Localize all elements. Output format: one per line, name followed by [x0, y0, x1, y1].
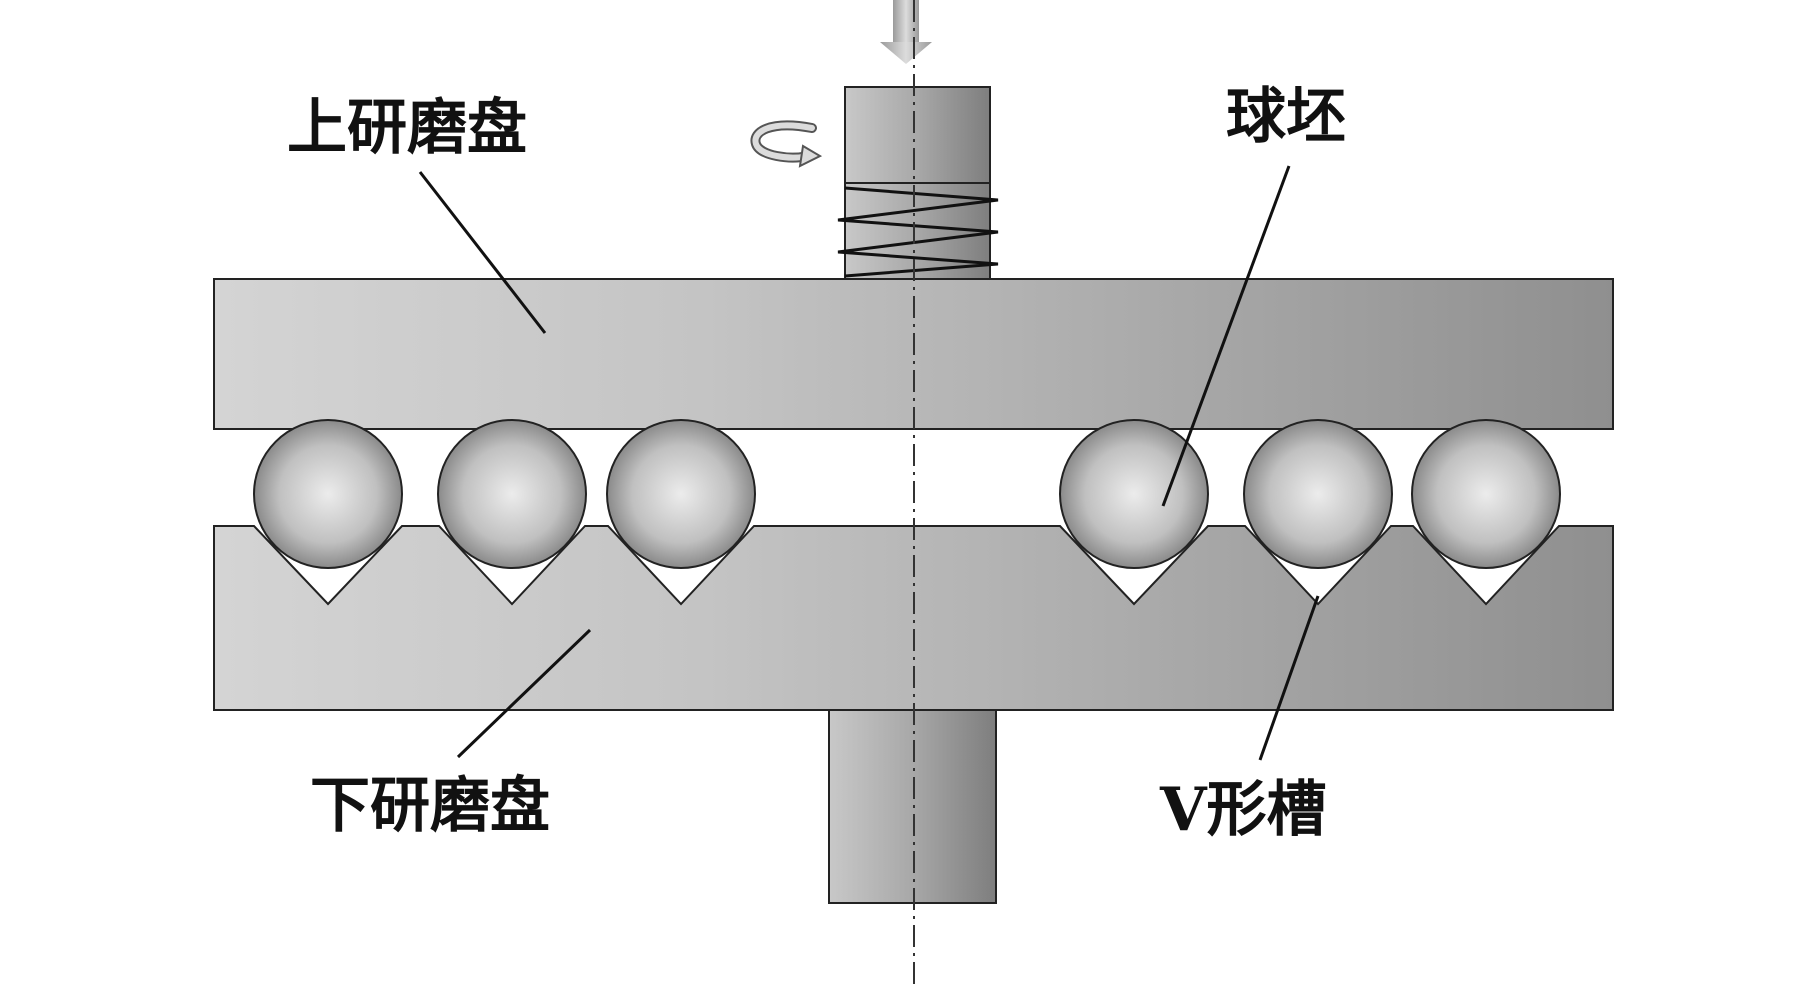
label-v-groove: V形槽	[1159, 775, 1327, 845]
lower-shaft	[828, 709, 997, 904]
label-ball-blank: 球坯	[1226, 82, 1346, 152]
ball-blank	[437, 419, 587, 569]
label-lower-disc: 下研磨盘	[310, 771, 550, 841]
leader-ball-blank	[1161, 165, 1291, 507]
lower-grinding-disc	[213, 525, 1614, 711]
leader-lower-disc	[456, 628, 592, 759]
ball-blank	[253, 419, 403, 569]
leader-upper-disc	[418, 171, 547, 334]
ball-blanks	[253, 419, 1561, 569]
spring	[837, 186, 999, 278]
ball-blank	[1411, 419, 1561, 569]
ball-blank	[1059, 419, 1209, 569]
ball-blank	[1243, 419, 1393, 569]
rotation-arrow-icon	[750, 120, 823, 168]
ball-blank	[606, 419, 756, 569]
label-upper-disc: 上研磨盘	[287, 93, 527, 163]
down-arrow-icon	[880, 0, 932, 64]
leader-v-groove	[1258, 595, 1320, 761]
